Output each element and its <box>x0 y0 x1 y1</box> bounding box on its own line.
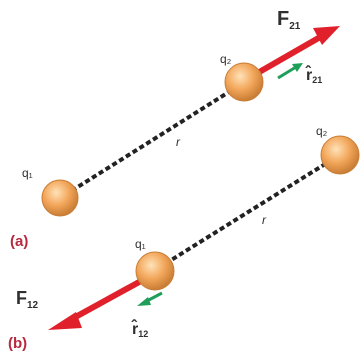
panel-a: q₁ q₂ r F21 r̂21 (a) <box>10 8 340 250</box>
charge-q2-label-b: q₂ <box>316 124 328 138</box>
panel-label-b: (b) <box>8 335 27 352</box>
charge-q2-b <box>320 135 360 175</box>
unit-vector-arrow-b <box>137 291 163 306</box>
charge-q2-label-a: q₂ <box>220 52 232 66</box>
charge-q1-label-b: q₁ <box>135 237 146 251</box>
charge-q2-a <box>224 62 264 102</box>
distance-label-a: r <box>176 135 181 149</box>
force-label-b: F12 <box>16 288 39 311</box>
force-arrow-b <box>48 273 152 330</box>
separation-line-b <box>150 154 340 274</box>
unit-vector-label-a: r̂21 <box>305 64 322 85</box>
distance-label-b: r <box>262 213 267 227</box>
panel-label-a: (a) <box>10 233 28 250</box>
unit-vector-label-b: r̂12 <box>131 318 148 339</box>
charge-q1-label-a: q₁ <box>22 166 33 180</box>
unit-vector-arrow-a <box>277 63 303 80</box>
charge-q1-a <box>41 179 79 217</box>
panel-b: q₁ q₂ r F12 r̂12 (b) <box>8 124 360 352</box>
force-label-a: F21 <box>277 8 301 32</box>
separation-line-a <box>63 83 242 197</box>
charge-q1-b <box>135 251 175 291</box>
